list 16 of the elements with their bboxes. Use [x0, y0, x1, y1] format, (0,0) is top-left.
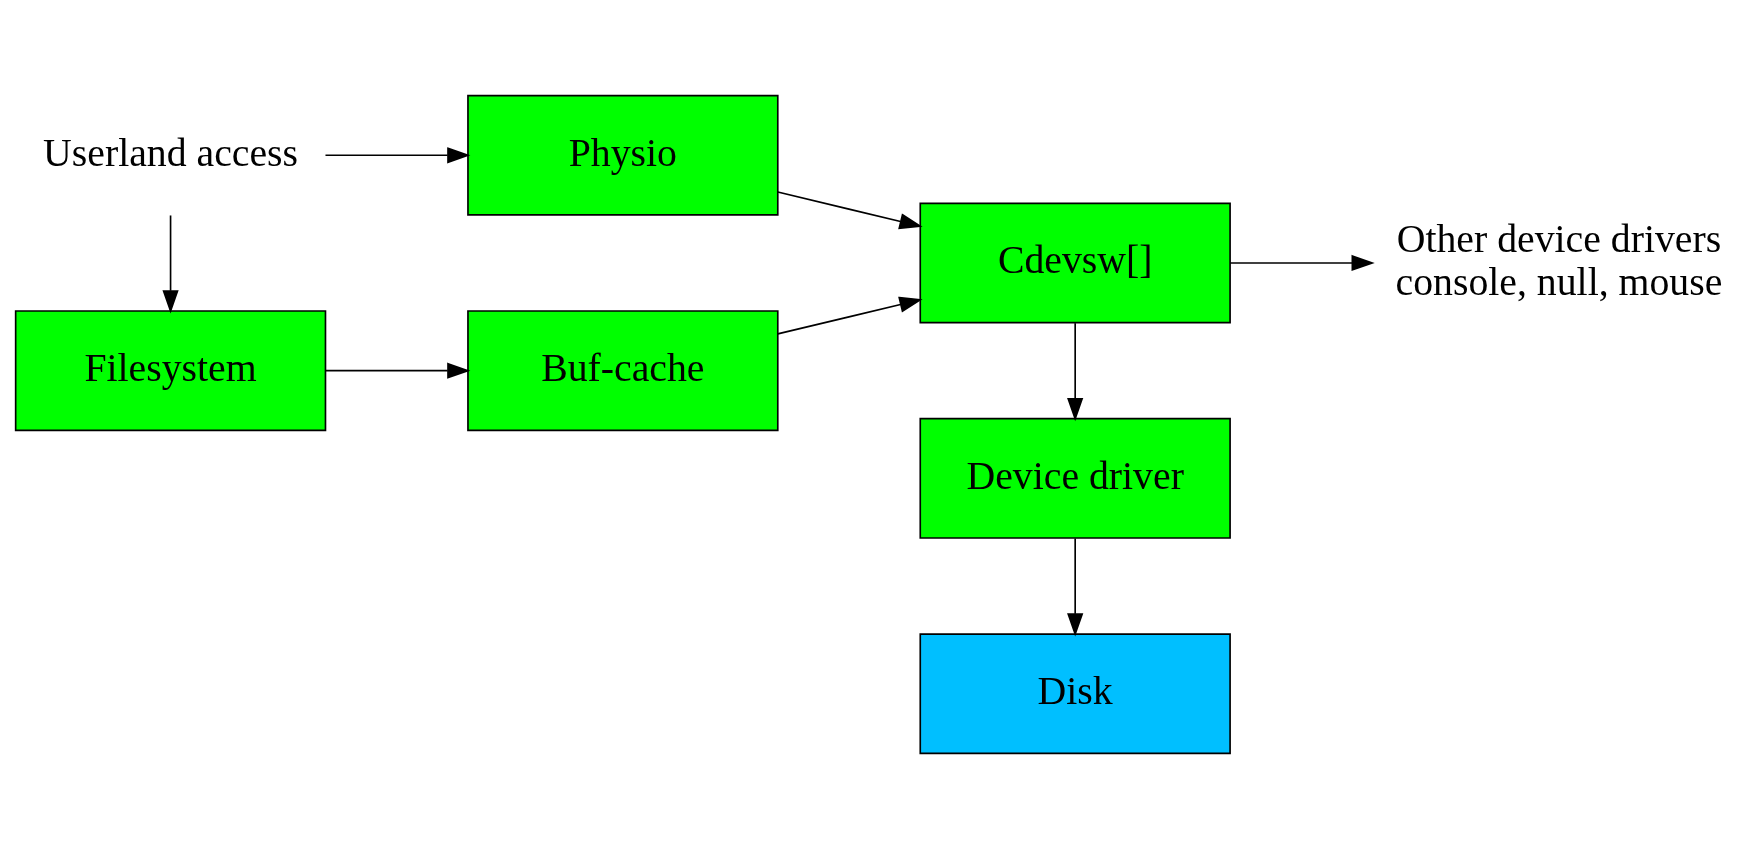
node-box: Physio: [467, 94, 779, 216]
arrow: [776, 190, 923, 229]
arrow: [162, 214, 179, 313]
arrow: [776, 296, 923, 335]
node-box: Device driver: [919, 417, 1231, 539]
node-box: Filesystem: [14, 309, 327, 431]
arrow: [324, 362, 471, 379]
node-box: Buf-cache: [467, 309, 779, 431]
node-text: Other device drivers console, null, mouse: [1395, 216, 1723, 304]
arrow: [1229, 254, 1375, 271]
node-box: Cdevsw[]: [919, 202, 1231, 323]
arrow: [1067, 321, 1084, 421]
arrow: [324, 146, 471, 163]
node-box: Disk: [919, 632, 1231, 754]
arrow: [1067, 537, 1084, 636]
node-text: Userland access: [43, 130, 299, 175]
